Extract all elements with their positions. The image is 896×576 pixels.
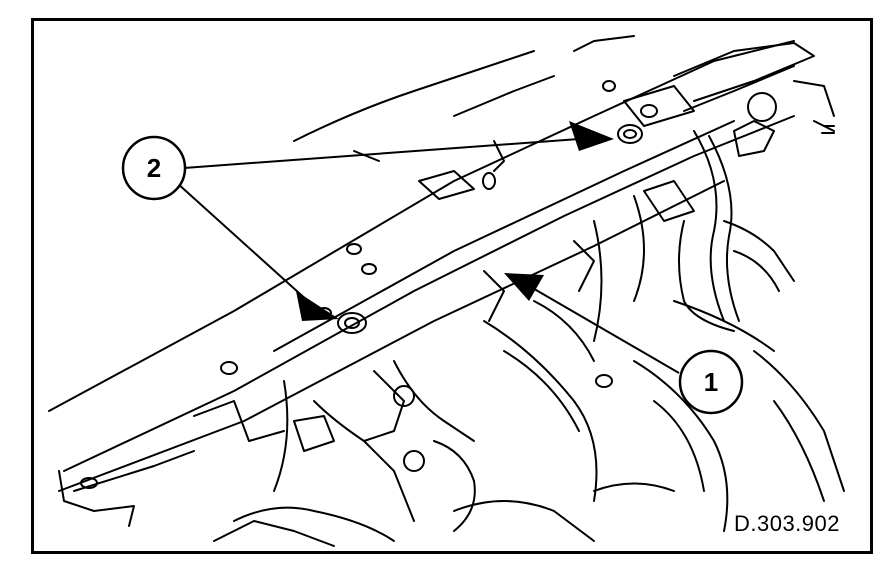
callout-1-number: 1	[704, 367, 718, 397]
figure-frame: 2 1 D.303.902	[31, 18, 873, 554]
panel-recess	[418, 170, 475, 200]
arrowhead-item-1	[504, 273, 544, 301]
hole	[220, 361, 238, 375]
callout-2-number: 2	[147, 153, 161, 183]
callout-1: 1	[678, 349, 744, 415]
cross-member-end	[58, 470, 135, 527]
cross-member-ridge	[273, 120, 735, 352]
callout-1-leader	[523, 282, 680, 374]
callout-2-leader-to-upper-nut	[183, 138, 580, 169]
arrowhead-lower-nut	[296, 291, 339, 321]
hole	[361, 263, 377, 275]
fixing-nut-upper	[617, 124, 643, 144]
cross-member-lower-edge	[58, 180, 725, 492]
hole	[640, 104, 658, 118]
engine-bay-illustration: 2 1	[48, 35, 845, 547]
hole	[346, 243, 362, 255]
panel-recess	[623, 85, 695, 127]
arrowhead-upper-nut	[569, 121, 614, 151]
figure-reference-code: D.303.902	[733, 511, 840, 536]
hole	[602, 80, 616, 92]
fixing-nut-lower	[337, 312, 367, 334]
hole	[80, 477, 98, 489]
cross-member-front-edge	[63, 115, 795, 472]
callout-2-leader-to-lower-nut	[176, 182, 320, 312]
hole	[482, 172, 496, 190]
cross-member-top-edge	[48, 40, 795, 412]
callout-2: 2	[121, 135, 187, 201]
